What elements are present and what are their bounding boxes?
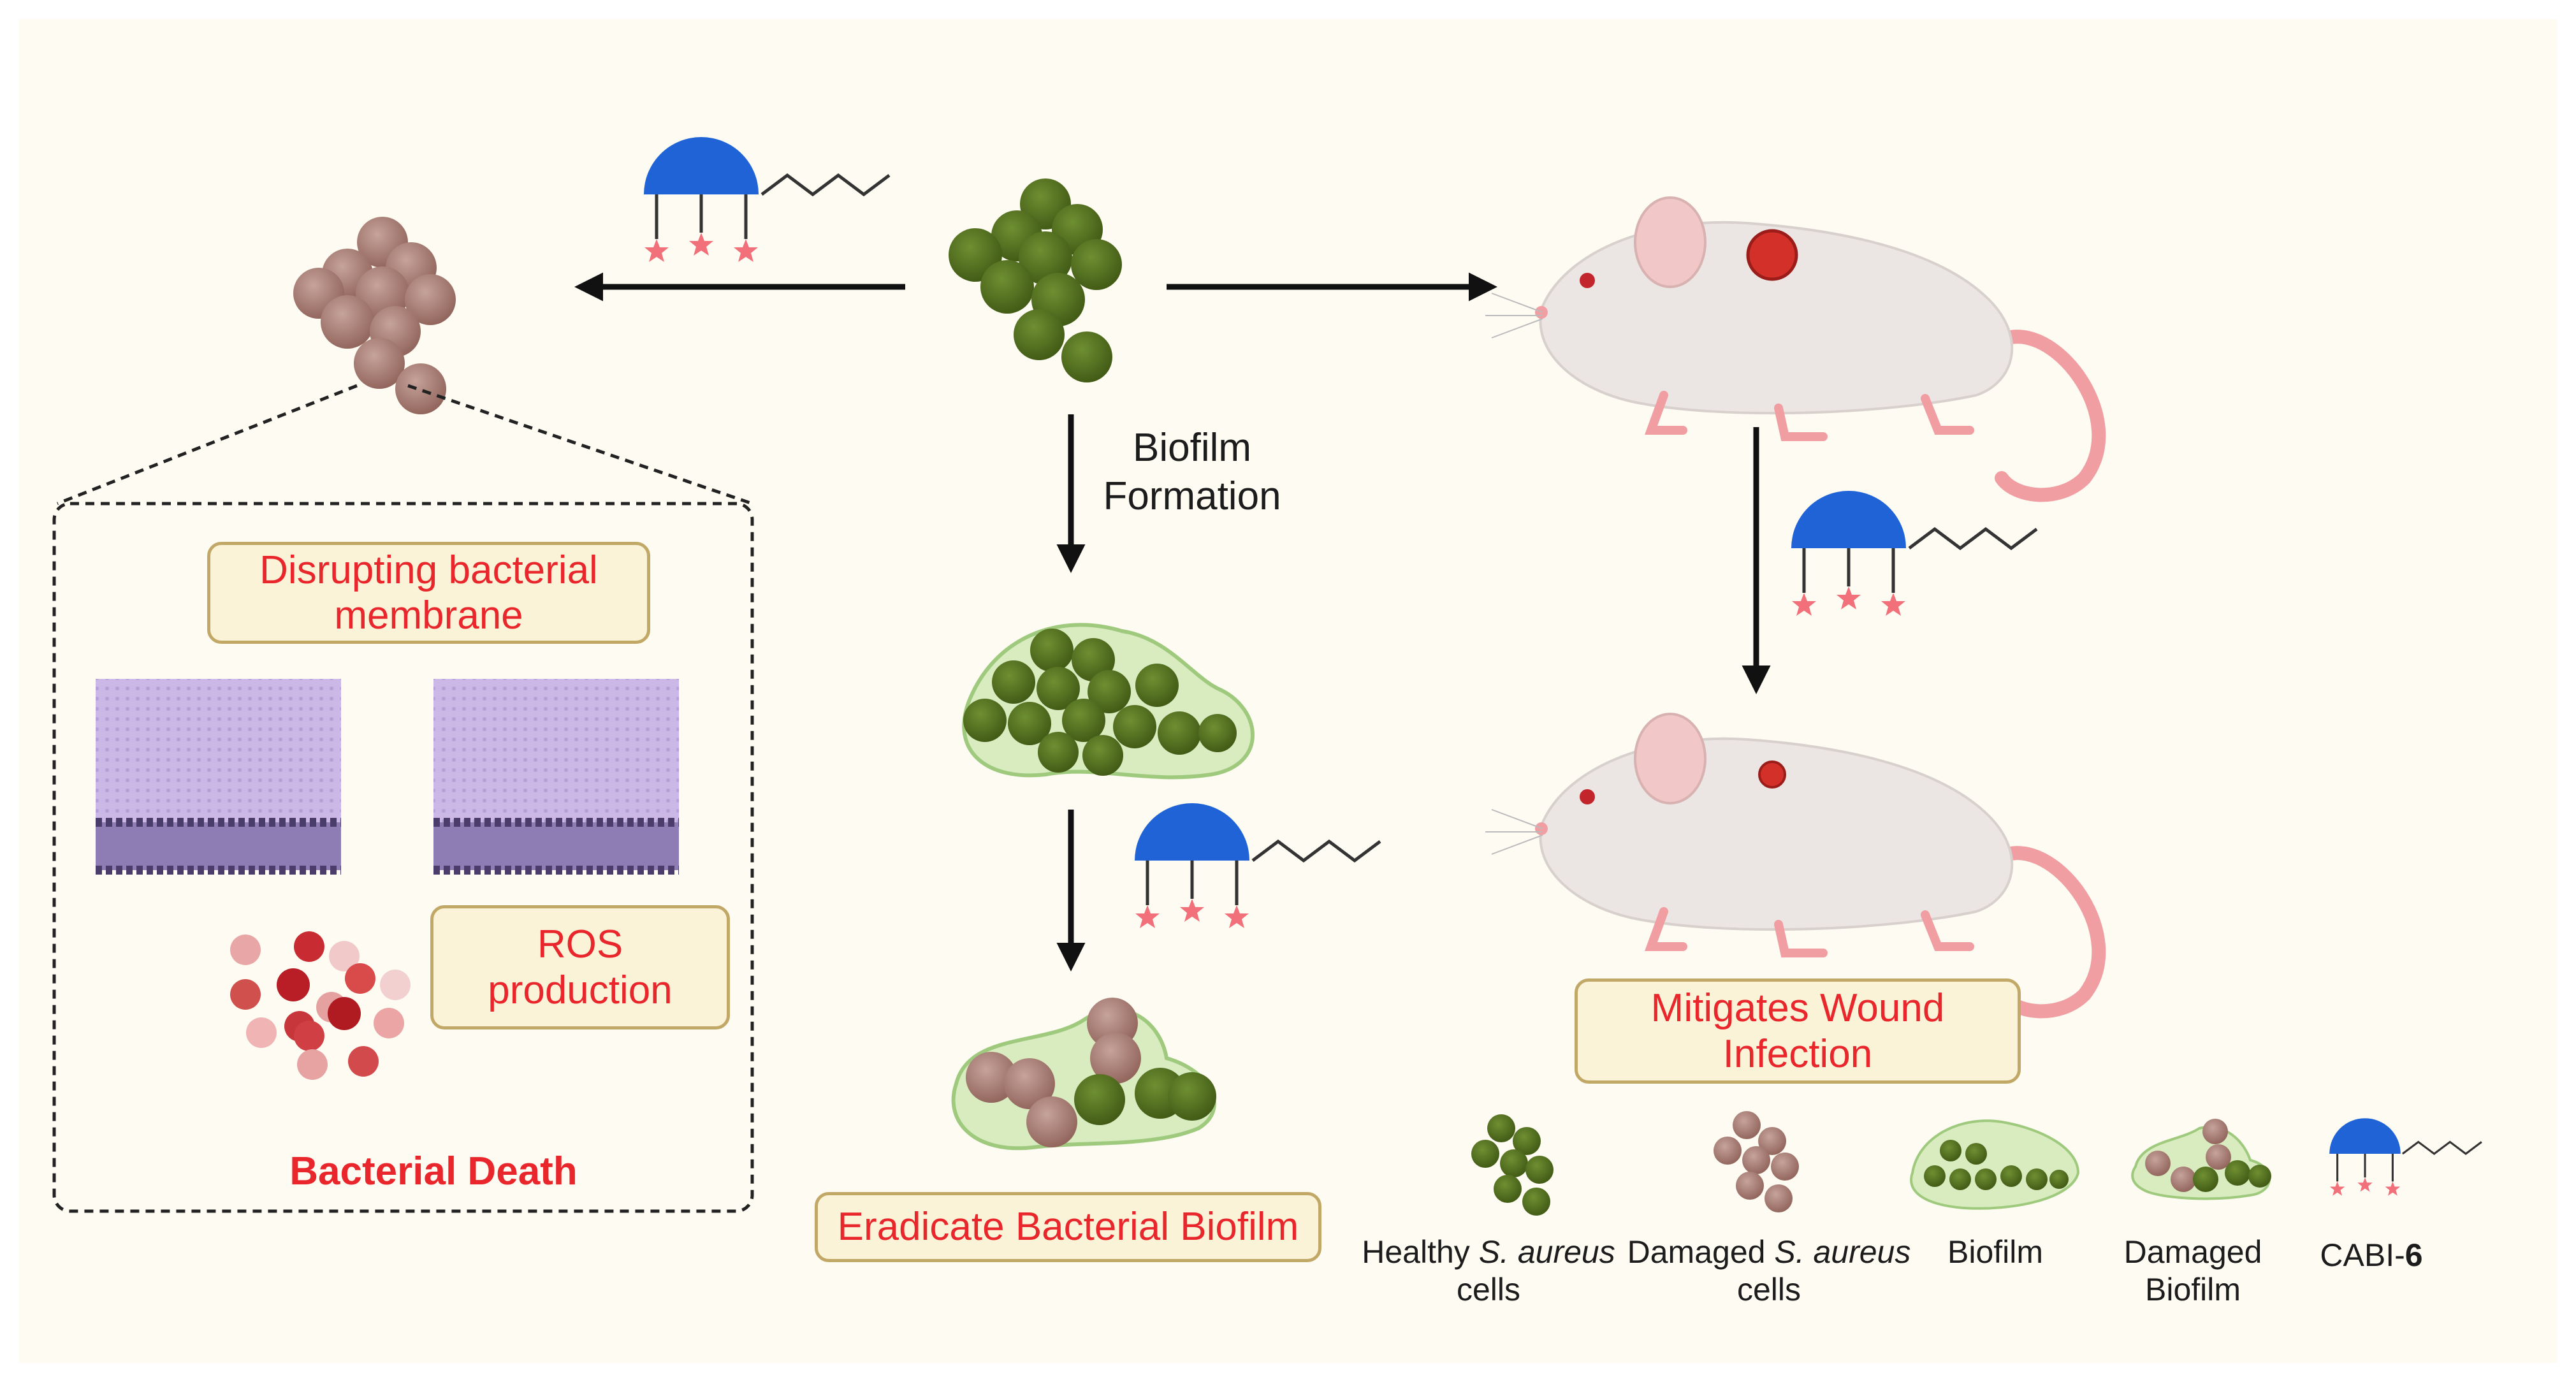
biofilm-formation-label: Biofilm Formation xyxy=(1084,424,1300,520)
wound-icon xyxy=(1746,229,1798,281)
legend-damaged-label: Damaged S. aureus cells xyxy=(1626,1233,1912,1309)
legend-healthy-icon xyxy=(1471,1114,1554,1216)
disrupting-line1: Disrupting bacterial xyxy=(259,548,598,592)
legend-healthy-text: Healthy xyxy=(1362,1234,1479,1270)
eradicate-label: Eradicate Bacterial Biofilm xyxy=(837,1205,1299,1249)
zoom-panel xyxy=(52,502,754,1213)
legend-damaged-cells: cells xyxy=(1736,1272,1801,1307)
ros-production-box: ROS production xyxy=(430,905,730,1029)
bacterial-death-label: Bacterial Death xyxy=(289,1149,578,1193)
mitigates-infection-box: Mitigates Wound Infection xyxy=(1575,978,2021,1084)
lipid-bilayer-icon xyxy=(96,679,341,875)
disrupting-membrane-box: Disrupting bacterial membrane xyxy=(207,542,650,644)
mouse-icon xyxy=(1485,198,2099,495)
ros-line1: ROS xyxy=(537,922,623,967)
damaged-biofilm-icon xyxy=(951,998,1216,1151)
ros-line2: production xyxy=(488,968,673,1012)
disrupting-line2: membrane xyxy=(334,593,523,637)
mitigates-line2: Infection xyxy=(1722,1031,1873,1076)
legend-biofilm-label: Biofilm xyxy=(1932,1233,2059,1271)
legend-damaged-biofilm-line1: Damaged xyxy=(2123,1234,2262,1270)
legend-damaged-text: Damaged xyxy=(1627,1234,1775,1270)
legend-cabi-label: CABI-6 xyxy=(2308,1237,2435,1274)
legend-damaged-biofilm-icon xyxy=(2131,1119,2271,1200)
legend-biofilm-icon xyxy=(1910,1119,2080,1210)
legend-healthy-label: Healthy S. aureus cells xyxy=(1358,1233,1619,1309)
eradicate-biofilm-box: Eradicate Bacterial Biofilm xyxy=(815,1192,1321,1262)
legend-healthy-cells: cells xyxy=(1456,1272,1521,1307)
biofilm-formation-line1: Biofilm xyxy=(1132,426,1252,470)
biofilm-icon xyxy=(962,623,1255,780)
mouse-icon xyxy=(1485,714,2099,1011)
legend-damaged-biofilm-label: Damaged Biofilm xyxy=(2116,1233,2269,1309)
legend-damaged-italic: S. aureus xyxy=(1774,1234,1911,1270)
legend-cabi-prefix: CABI- xyxy=(2320,1237,2405,1273)
legend-biofilm-text: Biofilm xyxy=(1947,1234,2044,1270)
lipid-bilayer-icon xyxy=(433,679,679,875)
healthy-cell-cluster-icon xyxy=(949,178,1122,382)
mitigates-line1: Mitigates Wound xyxy=(1650,986,1945,1031)
legend-damaged-biofilm-line2: Biofilm xyxy=(2144,1272,2241,1307)
legend-damaged-icon xyxy=(1714,1111,1799,1212)
legend-cabi-number: 6 xyxy=(2405,1237,2423,1273)
legend-healthy-italic: S. aureus xyxy=(1478,1234,1615,1270)
wound-icon xyxy=(1758,760,1786,789)
damaged-cell-cluster-icon xyxy=(293,217,456,414)
biofilm-formation-line2: Formation xyxy=(1103,474,1281,518)
ros-particles-icon xyxy=(230,931,411,1080)
